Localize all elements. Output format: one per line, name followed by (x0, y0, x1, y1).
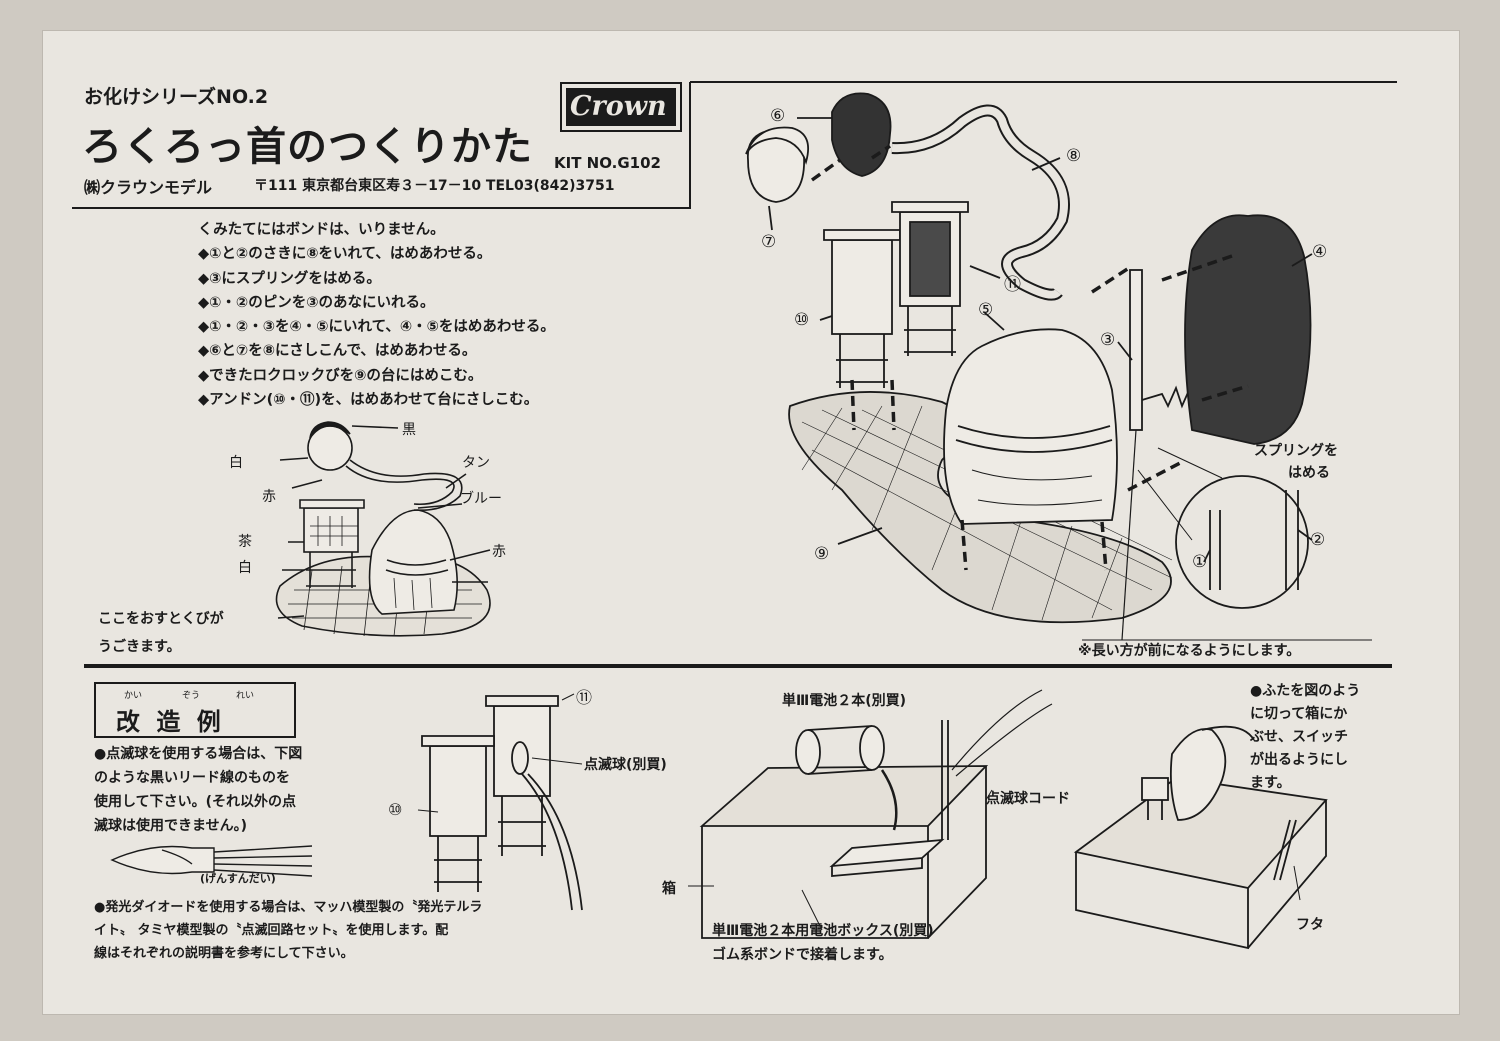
led-line: ●発光ダイオードを使用する場合は、マッハ模型製の〝発光テルラ (94, 900, 483, 915)
label-red-head: 赤 (262, 489, 276, 505)
modification-title-box (94, 682, 296, 738)
brand-logo-text: Crown (570, 91, 667, 122)
series-label: お化けシリーズNO.2 (84, 86, 269, 108)
label-brown: 茶 (238, 534, 252, 550)
lid-line: ます。 (1250, 775, 1291, 791)
lid-line: ●ふたを図のよう (1250, 683, 1361, 699)
instruction-line: ◆①と②のさきに⑧をいれて、はめあわせる。 (198, 246, 492, 263)
instruction-list: くみたてにはボンドは、いりません。 ◆①と②のさきに⑧をいれて、はめあわせる。 … (198, 218, 555, 412)
lid-line: が出るようにし (1250, 752, 1348, 768)
instruction-line: ◆①・②のピンを③のあなにいれる。 (198, 294, 435, 311)
blink-bulb-instructions: ●点滅球を使用する場合は、下図 のような黒いリード線のものを 使用して下さい。(… (94, 742, 302, 838)
part-number-10: ⑩ (794, 310, 810, 330)
bulb-label: (げんすんだい) (200, 872, 276, 885)
part-number-7: ⑦ (761, 232, 777, 252)
orientation-footnote: ※長い方が前になるようにします。 (1078, 643, 1301, 659)
blink-line: ●点滅球を使用する場合は、下図 (94, 746, 303, 762)
instruction-line: ◆アンドン(⑩・⑪)を、はめあわせて台にさしこむ。 (198, 392, 539, 409)
part-number-8: ⑧ (1066, 146, 1082, 166)
part-number-6: ⑥ (770, 106, 786, 126)
blink-line: 滅球は使用できません。) (94, 818, 247, 834)
modification-title: 改 造 例 (116, 708, 225, 736)
exploded-assembly-diagram (745, 92, 1372, 641)
bulb-sketch (110, 845, 313, 877)
company-name: ㈱クラウンモデル (84, 178, 213, 197)
label-white-head: 白 (229, 455, 243, 471)
box-panel: お化けシリーズNO.2 ろくろっ首のつくりかた ㈱クラウンモデル 〒111 東京… (42, 30, 1460, 1015)
led-instructions: ●発光ダイオードを使用する場合は、マッハ模型製の〝発光テルラ イト〟 タミヤ模型… (94, 896, 482, 965)
company-address: 〒111 東京都台東区寿３－17－10 TEL03(842)3751 (254, 178, 615, 194)
instruction-line: ◆できたロクロックびを⑨の台にはめこむ。 (198, 367, 483, 384)
layout-lines (72, 81, 1397, 668)
spring-note-line1: スプリングを (1254, 443, 1338, 459)
box-label: 箱 (662, 881, 676, 897)
instruction-line: ◆③にスプリングをはめる。 (198, 270, 381, 287)
label-red-body: 赤 (492, 544, 506, 560)
label-blue: ブルー (460, 491, 502, 507)
battery-label: 単Ⅲ電池２本(別買) (782, 693, 907, 709)
push-note-line2: うごきます。 (98, 639, 181, 655)
instruction-line: くみたてにはボンドは、いりません。 (198, 222, 445, 238)
page-title: ろくろっ首のつくりかた (82, 124, 533, 170)
label-tan: タン (462, 455, 490, 471)
cord-label: 点滅球コード (986, 791, 1070, 807)
lantern-part-11: ⑪ (576, 688, 593, 707)
ruby-kai: かい (124, 691, 143, 701)
blink-line: 使用して下さい。(それ以外の点 (94, 794, 296, 810)
lid-sketch (1073, 725, 1328, 950)
instruction-line: ◆①・②・③を④・⑤にいれて、④・⑤をはめあわせる。 (198, 319, 555, 336)
color-guide-illustration (275, 421, 491, 637)
battery-box-label: 単Ⅲ電池２本用電池ボックス(別買) (712, 923, 934, 939)
battery-box-sketch (688, 689, 1053, 939)
led-line: イト〟 タミヤ模型製の〝点滅回路セット〟を使用します。配 (94, 923, 449, 938)
brand-logo: Crown (560, 82, 682, 132)
lantern-bulb-sketch (417, 693, 583, 911)
part-number-11: ⑪ (1004, 275, 1021, 295)
lid-line: に切って箱にか (1250, 706, 1348, 722)
part-number-2: ② (1310, 530, 1326, 550)
part-number-9: ⑨ (814, 544, 830, 564)
instruction-line: ◆⑥と⑦を⑧にさしこんで、はめあわせる。 (198, 343, 477, 360)
lid-line: ぶせ、スイッチ (1250, 729, 1348, 745)
ruby-rei: れい (236, 691, 255, 701)
blink-bulb-label: 点滅球(別買) (584, 757, 667, 773)
kit-number: KIT NO.G102 (554, 154, 661, 172)
lantern-part-10: ⑩ (388, 800, 403, 819)
led-line: 線はそれぞれの説明書を参考にして下さい。 (94, 946, 354, 961)
lid-label: フタ (1296, 917, 1324, 933)
lid-instructions: ●ふたを図のよう に切って箱にか ぶせ、スイッチ が出るようにし ます。 (1250, 680, 1360, 795)
ruby-zou: ぞう (182, 691, 201, 701)
glue-note: ゴム系ボンドで接着します。 (712, 947, 893, 963)
push-note-line1: ここをおすとくびが (98, 611, 224, 627)
label-black: 黒 (402, 422, 416, 438)
blink-line: のような黒いリード線のものを (94, 770, 290, 786)
part-number-3: ③ (1100, 330, 1116, 350)
spring-note-line2: はめる (1288, 465, 1330, 481)
part-number-1: ① (1192, 552, 1208, 572)
part-number-5: ⑤ (978, 300, 994, 320)
label-white-stand: 白 (238, 560, 252, 576)
part-number-4: ④ (1312, 242, 1328, 262)
